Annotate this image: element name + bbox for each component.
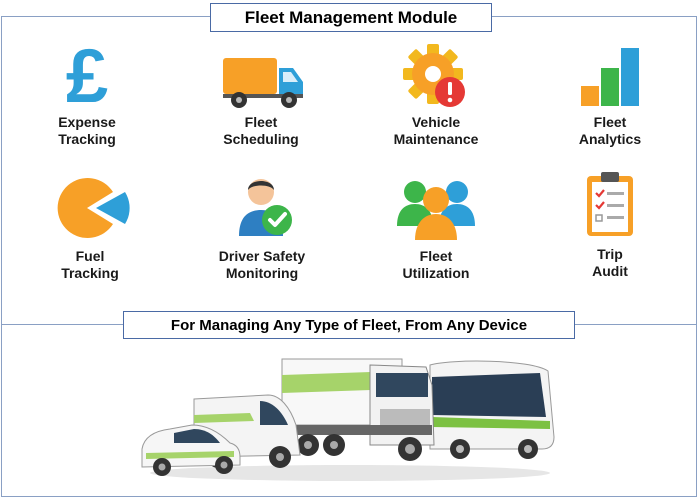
truck-image xyxy=(281,358,435,461)
vehicles-illustration xyxy=(130,345,570,485)
car-image xyxy=(141,424,241,476)
bar-chart-icon xyxy=(579,46,641,108)
svg-text:£: £ xyxy=(66,42,108,108)
page-title: Fleet Management Module xyxy=(210,3,492,32)
user-group-icon xyxy=(397,174,475,240)
bus-image xyxy=(429,360,555,459)
pound-sign-icon: £ xyxy=(59,42,115,108)
pie-chart-icon xyxy=(53,174,133,242)
gear-alert-icon xyxy=(403,44,469,110)
clipboard-checklist-icon xyxy=(585,170,635,238)
banner-heading: For Managing Any Type of Fleet, From Any… xyxy=(123,311,575,339)
delivery-truck-icon xyxy=(221,54,305,110)
driver-check-icon xyxy=(233,172,295,238)
